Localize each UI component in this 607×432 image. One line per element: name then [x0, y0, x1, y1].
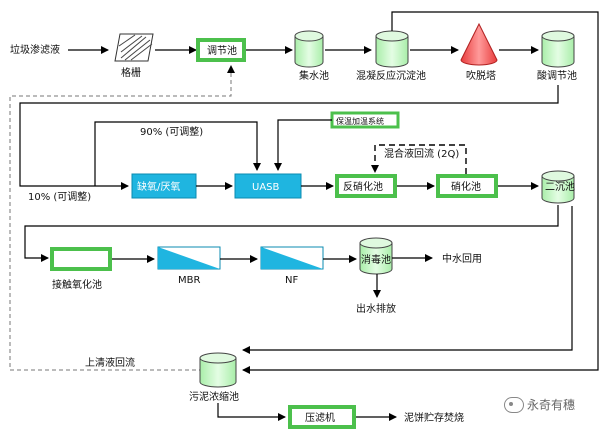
- coagulation-label: 混凝反应沉淀池: [356, 69, 426, 82]
- nf-label: NF: [285, 275, 298, 286]
- arrow-acid-anoxic: [19, 85, 559, 190]
- supernatant-return-line: [9, 65, 235, 371]
- sludge-bus-line: [242, 11, 599, 374]
- contact-oxidation-box: [50, 247, 112, 271]
- stripping-label: 吹脱塔: [466, 69, 496, 82]
- arrow-secondary-contact: [24, 205, 559, 262]
- filter-press-box: [288, 405, 356, 429]
- insulation-label: 保温加温系统: [336, 116, 384, 126]
- contact-oxidation-label: 接触氧化池: [52, 278, 102, 291]
- arrow-sludge-press: [217, 403, 286, 421]
- disinfection-tank: [359, 237, 393, 275]
- arrow-insulation-uasb: [274, 119, 332, 171]
- grille-label: 格栅: [121, 66, 141, 79]
- ratio-90-label: 90% (可调整): [140, 125, 203, 138]
- arrow-secondary-sludge: [242, 206, 573, 354]
- denitrification-label: 反硝化池: [343, 180, 383, 193]
- mbr-box: [157, 246, 221, 270]
- coagulation-tank: [375, 30, 409, 68]
- watermark-text: 永奇有穗: [527, 398, 576, 412]
- filter-press-label: 压滤机: [305, 411, 335, 424]
- denitrification-box: [335, 174, 397, 198]
- sludge-thickener: [199, 352, 237, 388]
- grille-icon: [114, 33, 154, 62]
- collection-label: 集水池: [299, 69, 329, 82]
- mixed-return-line: [371, 144, 467, 174]
- wechat-icon: [504, 396, 524, 413]
- input-label: 垃圾渗滤液: [10, 43, 60, 56]
- regulating-tank: [196, 38, 246, 62]
- watermark: 永奇有穗: [504, 396, 575, 413]
- sludge-thickener-label: 污泥浓缩池: [189, 390, 239, 403]
- ratio-10-label: 10% (可调整): [28, 190, 91, 203]
- mixed-return-label: 混合液回流 (2Q): [384, 147, 459, 160]
- anoxic-box: [131, 173, 197, 199]
- nf-box: [260, 246, 324, 270]
- mbr-label: MBR: [178, 275, 200, 286]
- cake-storage-label: 泥饼贮存焚烧: [404, 411, 464, 424]
- nitrification-box: [436, 174, 498, 198]
- uasb-label: UASB: [252, 182, 280, 193]
- collection-tank: [294, 30, 324, 68]
- secondary-clarifier: [541, 170, 575, 204]
- acid-regulating-tank: [541, 30, 575, 68]
- disinfection-label: 消毒池: [361, 253, 391, 266]
- uasb-box: [234, 173, 302, 199]
- stripping-tower: [460, 22, 498, 66]
- regulating-label: 调节池: [207, 44, 237, 57]
- discharge-label: 出水排放: [356, 302, 396, 315]
- anoxic-label: 缺氧/厌氧: [137, 180, 180, 193]
- supernatant-return-label: 上清液回流: [85, 356, 135, 369]
- reuse-label: 中水回用: [442, 252, 482, 265]
- acid-regulating-label: 酸调节池: [537, 69, 577, 82]
- nitrification-label: 硝化池: [451, 180, 481, 193]
- bypass-90-line: [94, 121, 261, 186]
- secondary-label: 二沉池: [545, 180, 575, 193]
